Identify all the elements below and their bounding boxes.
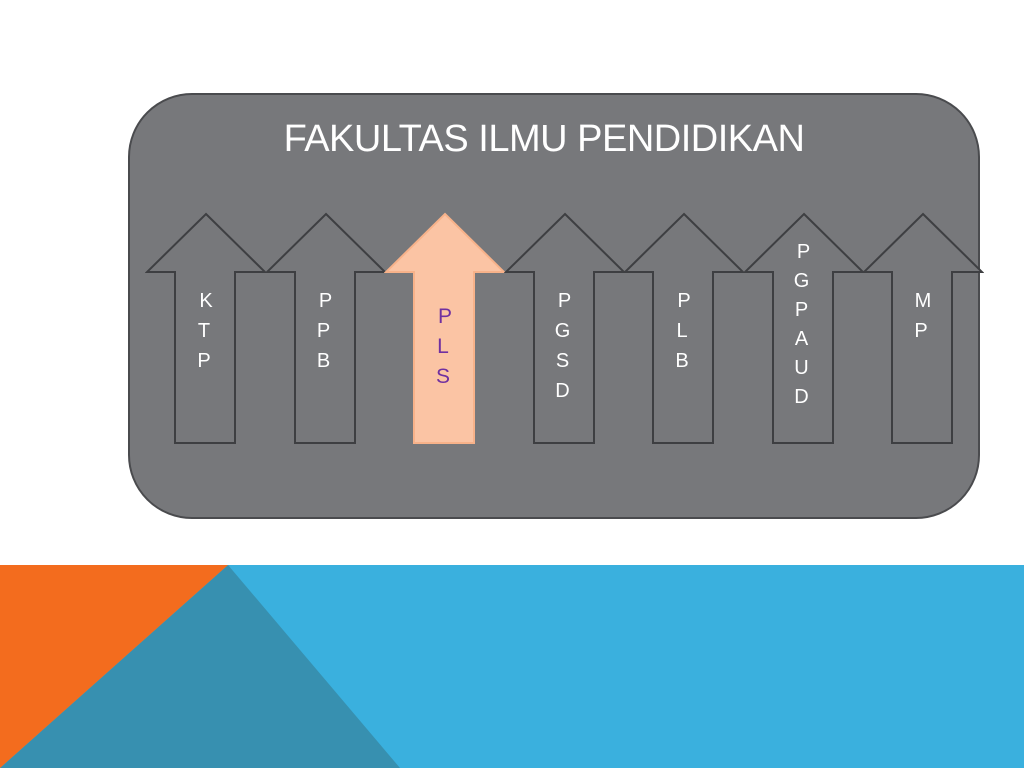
arrow-label-pls: P L S [435, 305, 456, 388]
arrow-ppb: P P B [264, 212, 387, 445]
arrow-label-ktp: K T P [197, 290, 217, 372]
decorative-bottom-band [0, 565, 1024, 768]
arrow-shape-mp [862, 212, 984, 444]
arrow-label-pgsd: P G S D [554, 290, 576, 402]
arrow-shape-pgsd [503, 212, 626, 444]
diagram-title: FAKULTAS ILMU PENDIDIKAN [283, 118, 805, 160]
arrow-pgsd: P G S D [503, 212, 626, 445]
arrow-label-pgpaud: P G P A U D [793, 241, 815, 408]
band-orange-shape [0, 565, 228, 768]
arrow-pgpaud: P G P A U D [742, 212, 865, 445]
arrow-pls: P L S [384, 212, 506, 445]
band-teal-shape [0, 565, 400, 768]
arrow-plb: P L B [623, 212, 745, 445]
arrow-label-plb: P L B [675, 290, 695, 372]
arrow-shape-ppb [264, 212, 387, 444]
arrow-shape-pls [384, 212, 506, 444]
arrow-shape-pgpaud [742, 212, 865, 444]
arrow-shape-plb [623, 212, 745, 444]
arrow-label-mp: M P [914, 290, 936, 342]
arrow-ktp: K T P [145, 212, 267, 445]
arrow-label-ppb: P P B [316, 290, 337, 372]
arrow-mp: M P [862, 212, 984, 445]
arrow-shape-ktp [145, 212, 267, 444]
